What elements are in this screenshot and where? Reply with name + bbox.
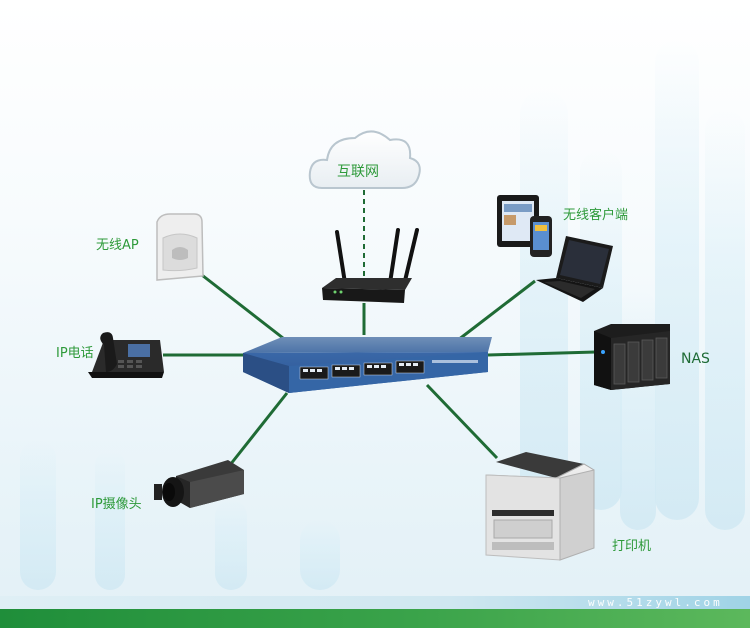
network-links <box>163 270 597 466</box>
printer-label: 打印机 <box>612 539 652 554</box>
link-ap <box>197 270 284 340</box>
tablet-icon <box>497 195 539 247</box>
smartphone-icon <box>530 216 552 257</box>
ip-camera-label: IP摄像头 <box>91 497 142 512</box>
nas-icon <box>594 324 670 390</box>
footer-strip <box>0 596 750 609</box>
ip-phone-icon <box>88 332 164 378</box>
watermark-text: www.51zywl.com <box>588 596 723 609</box>
link-nas <box>487 350 597 357</box>
internet-label: 互联网 <box>337 164 379 180</box>
wireless-ap-label: 无线AP <box>96 238 139 253</box>
printer-icon <box>485 452 595 561</box>
footer-bar <box>0 609 750 628</box>
nas-label: NAS <box>681 351 710 367</box>
link-printer <box>425 383 499 460</box>
link-laptop <box>457 279 536 342</box>
ip-camera-icon <box>154 460 244 508</box>
ip-phone-label: IP电话 <box>56 346 94 361</box>
cloud-icon <box>308 130 421 189</box>
router-icon <box>322 228 419 303</box>
wireless-clients-label: 无线客户端 <box>563 208 629 223</box>
switch-icon <box>243 337 492 393</box>
laptop-icon <box>536 236 613 302</box>
background-bars <box>20 40 745 590</box>
link-camera <box>228 392 289 466</box>
wireless-ap-icon <box>156 213 204 281</box>
